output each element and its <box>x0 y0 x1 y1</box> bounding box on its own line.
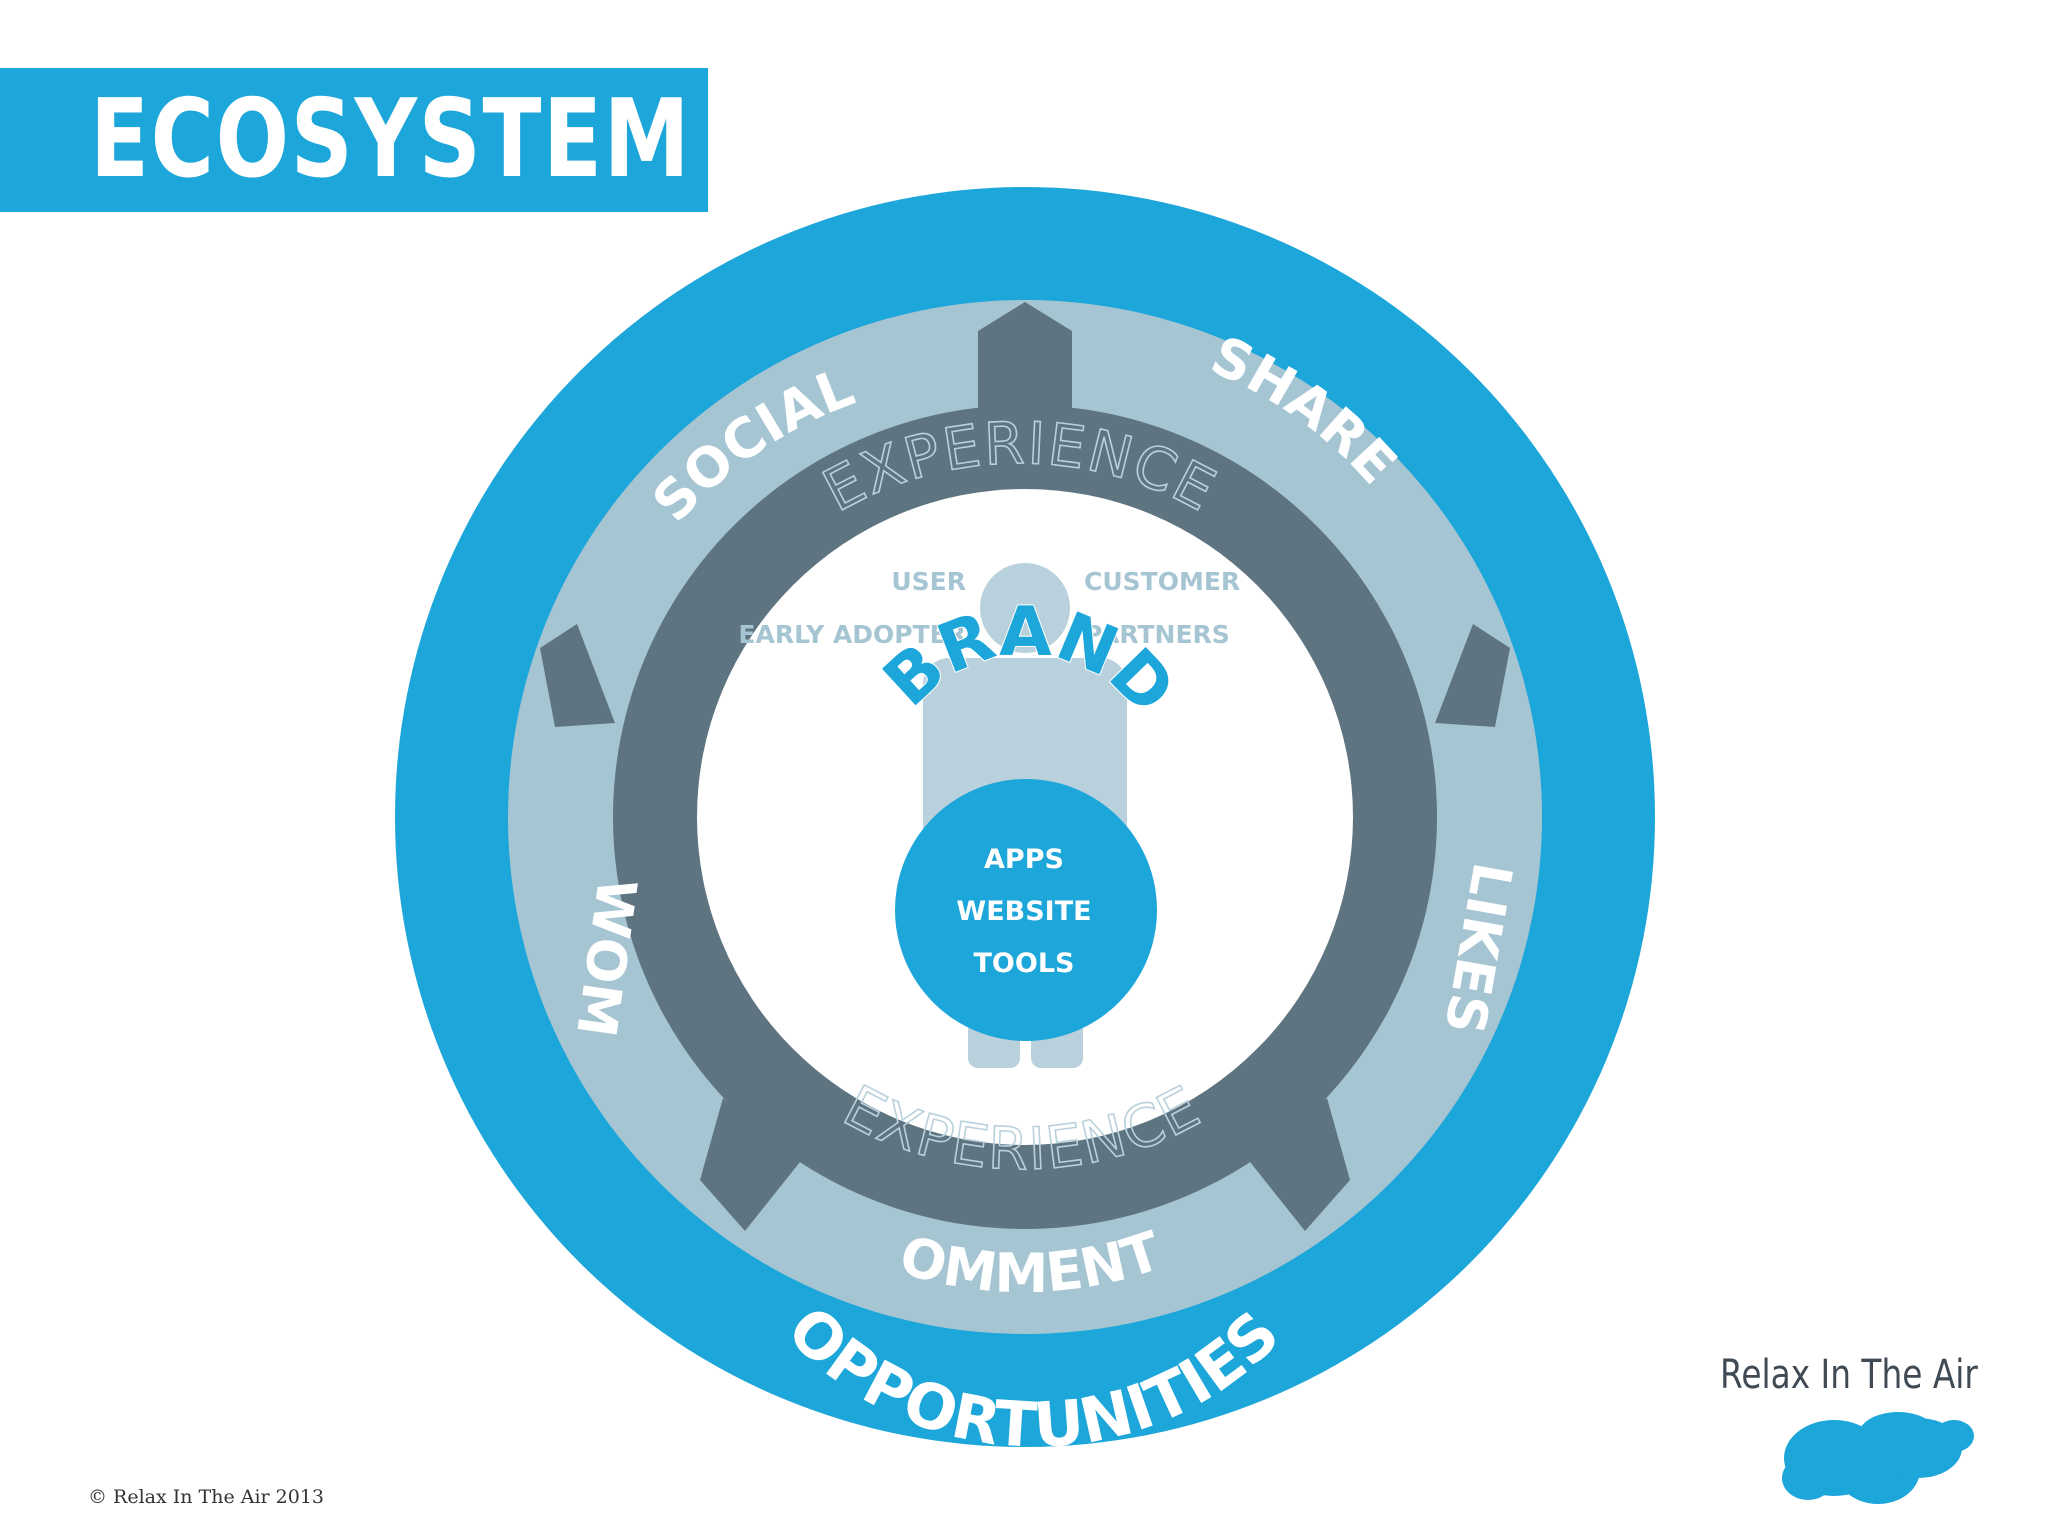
core-circle <box>895 779 1157 1041</box>
cloud-icon <box>1782 1412 1974 1504</box>
label-early-adopter: EARLY ADOPTER <box>738 620 966 649</box>
title-banner: ECOSYSTEM <box>0 68 708 212</box>
core-item-apps: APPS <box>984 844 1064 875</box>
logo-text: Relax In The Air <box>1720 1352 1978 1398</box>
brand-logo: Relax In The Air <box>1700 1352 1990 1512</box>
label-customer: CUSTOMER <box>1084 567 1240 596</box>
copyright-text: © Relax In The Air 2013 <box>88 1486 324 1508</box>
label-partners: PARTNERS <box>1084 620 1230 649</box>
core-item-website: WEBSITE <box>956 896 1091 927</box>
label-user: USER <box>891 567 966 596</box>
page-title: ECOSYSTEM <box>90 77 692 202</box>
core-item-tools: TOOLS <box>974 948 1075 979</box>
outer-label-top: OPPORTUNITIES <box>747 0 1307 180</box>
